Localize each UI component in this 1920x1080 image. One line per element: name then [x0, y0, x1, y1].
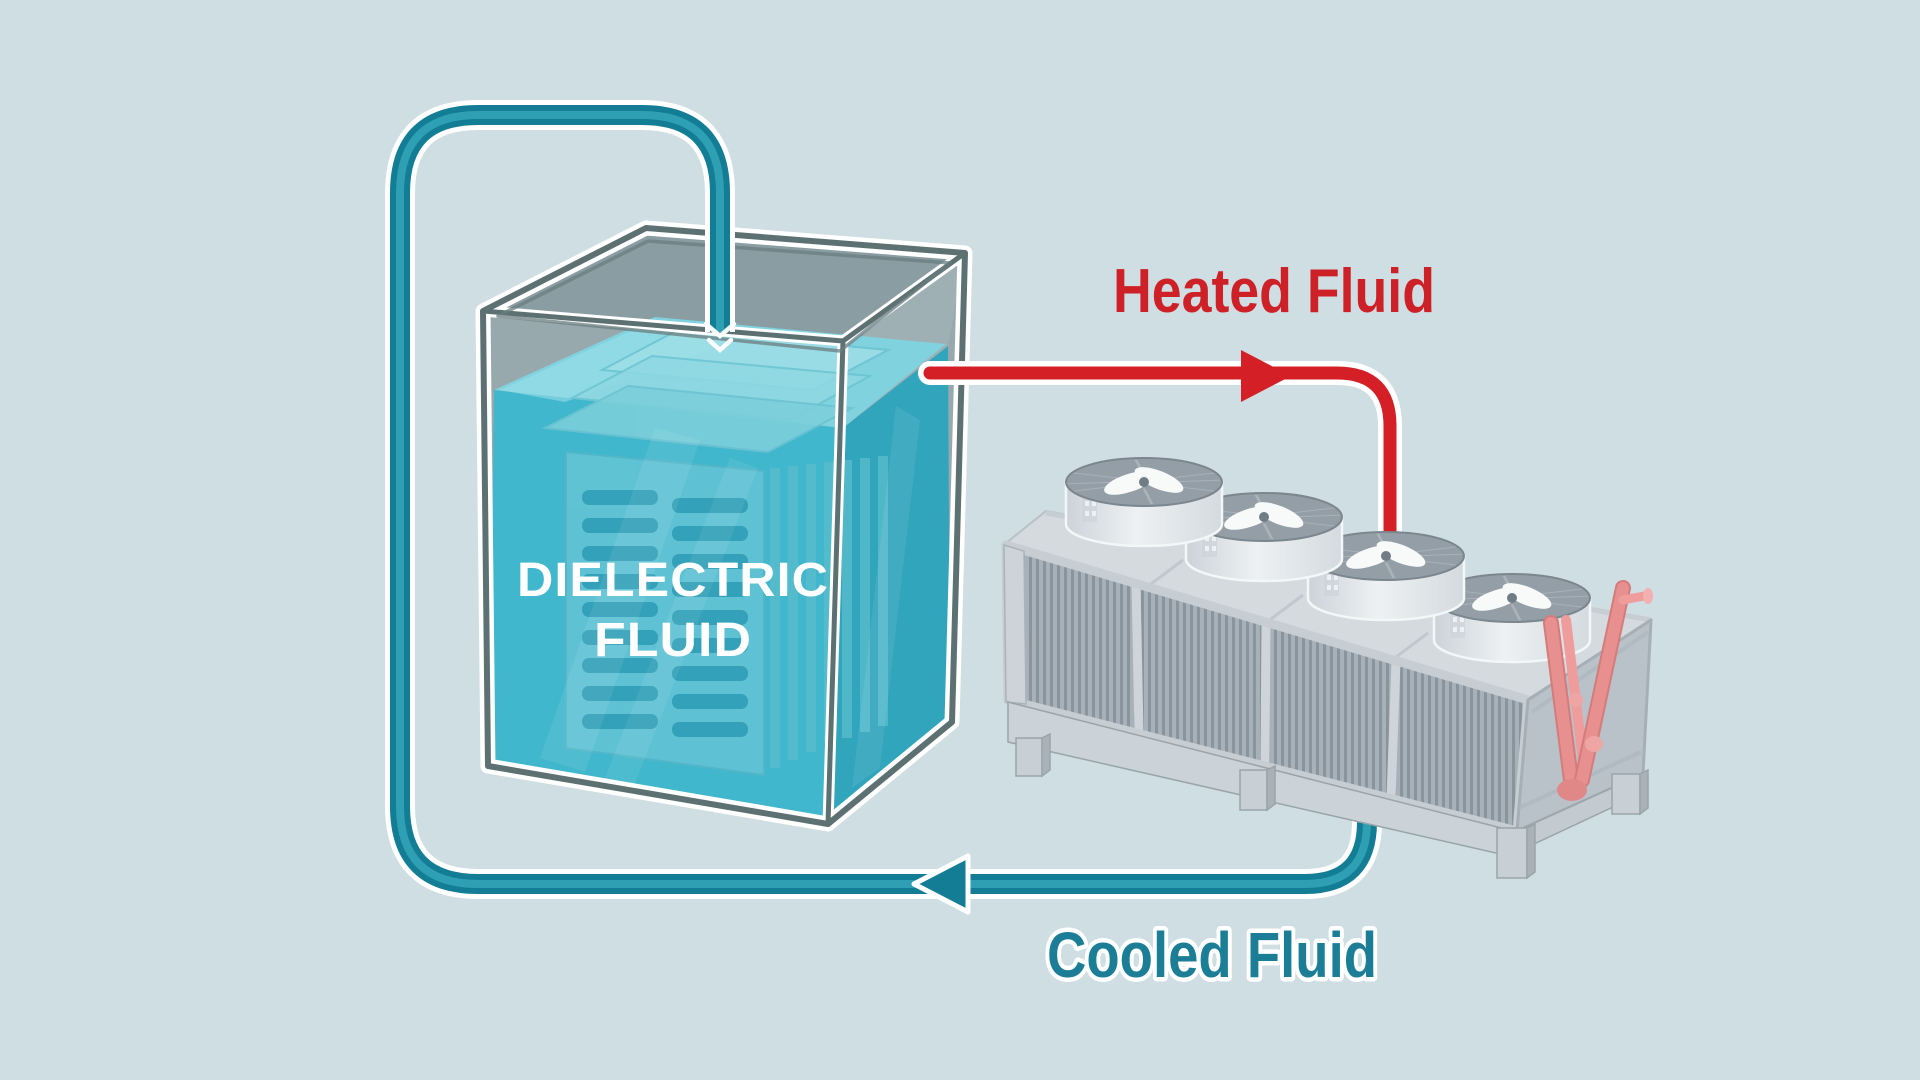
- cooled-fluid-pipe: [385, 100, 1382, 915]
- dielectric-fluid-label-line1: DIELECTRIC: [517, 554, 829, 607]
- cooler-legs: [1015, 732, 1649, 880]
- dielectric-fluid-label-line2: FLUID: [594, 614, 752, 667]
- cooled-fluid-label: Cooled Fluid: [1047, 919, 1377, 991]
- heated-fluid-arrowhead: [1241, 350, 1291, 402]
- immersion-tank: DIELECTRIC FLUID: [475, 220, 973, 832]
- cooled-fluid-arrowhead: [911, 853, 971, 915]
- coolant-coil-icon: [1543, 580, 1653, 801]
- glass-reflections: [540, 406, 920, 796]
- tank-frame: [475, 220, 973, 832]
- cooler-top-seams: [1146, 558, 1429, 662]
- fan-1-icon: [1064, 456, 1224, 548]
- server-vent-slots: [582, 490, 748, 737]
- panel-mullions: [1131, 582, 1401, 800]
- pipe-splash: [703, 321, 737, 354]
- submerged-server-rack: [541, 328, 892, 777]
- heated-fluid-label: Heated Fluid: [1113, 257, 1435, 326]
- heated-fluid-pipe: [918, 350, 1402, 554]
- cooler-front-face: [1001, 540, 1533, 859]
